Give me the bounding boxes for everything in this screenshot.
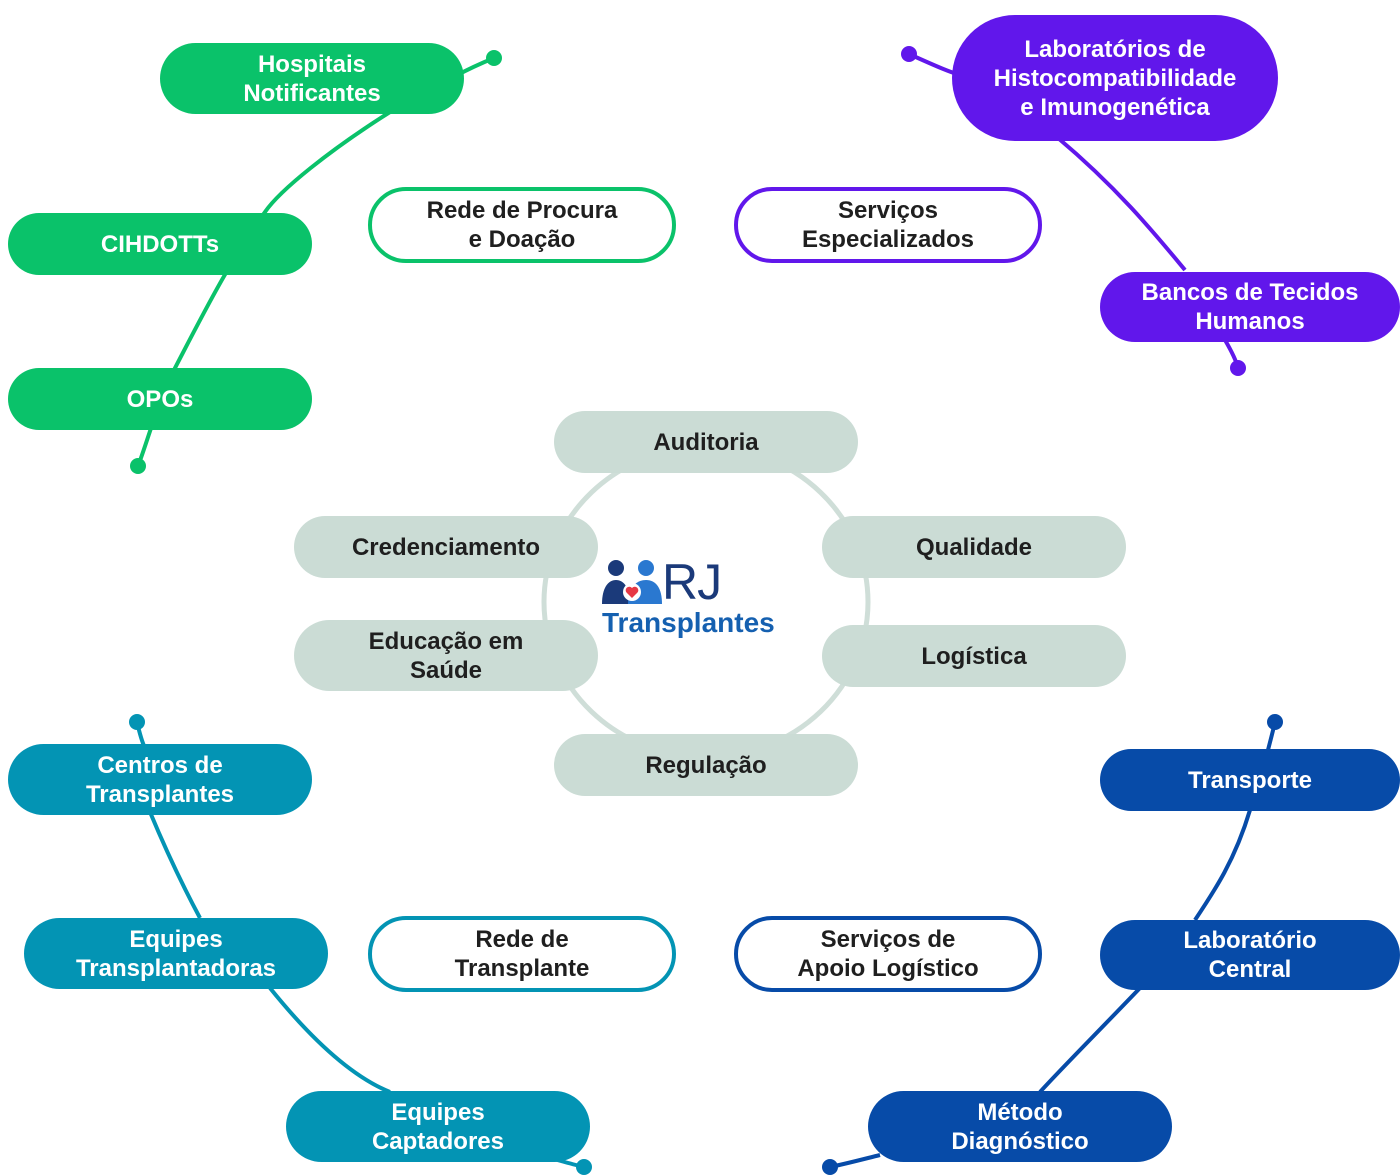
navy-branch-start-dot (1267, 714, 1283, 730)
node-hospitais-notificantes: Hospitais Notificantes (160, 43, 464, 114)
logo-transplantes-text: Transplantes (602, 607, 775, 638)
teal-branch-start-dot (129, 714, 145, 730)
category-rede-procura-doacao: Rede de Procura e Doação (368, 187, 676, 263)
green-branch-end-dot (486, 50, 502, 66)
node-equipes-transplantadoras: Equipes Transplantadoras (24, 918, 328, 989)
node-laboratorio-central: Laboratório Central (1100, 920, 1400, 990)
logo-rj-text: RJ (662, 554, 722, 610)
teal-branch-end-dot (576, 1159, 592, 1175)
node-centros-transplantes: Centros de Transplantes (8, 744, 312, 815)
ring-item-educacao-saude: Educação em Saúde (294, 620, 598, 691)
category-rede-transplante: Rede de Transplante (368, 916, 676, 992)
people-heart-icon (602, 560, 662, 604)
purple-branch-start-dot (901, 46, 917, 62)
node-laboratorios-histocompatibilidade: Laboratórios de Histocompatibilidade e I… (952, 15, 1278, 141)
ring-item-regulacao: Regulação (554, 734, 858, 796)
node-cihdotts: CIHDOTTs (8, 213, 312, 275)
node-equipes-captadores: Equipes Captadores (286, 1091, 590, 1162)
ring-item-auditoria: Auditoria (554, 411, 858, 473)
ring-item-credenciamento: Credenciamento (294, 516, 598, 578)
teal-branch-line (135, 721, 585, 1169)
purple-branch-end-dot (1230, 360, 1246, 376)
navy-branch-line (829, 721, 1277, 1169)
category-servicos-especializados: Serviços Especializados (734, 187, 1042, 263)
node-transporte: Transporte (1100, 749, 1400, 811)
navy-branch-end-dot (822, 1159, 838, 1175)
category-servicos-apoio-logistico: Serviços de Apoio Logístico (734, 916, 1042, 992)
ring-item-qualidade: Qualidade (822, 516, 1126, 578)
ring-item-logistica: Logística (822, 625, 1126, 687)
center-logo: RJ Transplantes (600, 556, 820, 646)
node-metodo-diagnostico: Método Diagnóstico (868, 1091, 1172, 1162)
node-opos: OPOs (8, 368, 312, 430)
green-branch-start-dot (130, 458, 146, 474)
node-bancos-tecidos: Bancos de Tecidos Humanos (1100, 272, 1400, 342)
